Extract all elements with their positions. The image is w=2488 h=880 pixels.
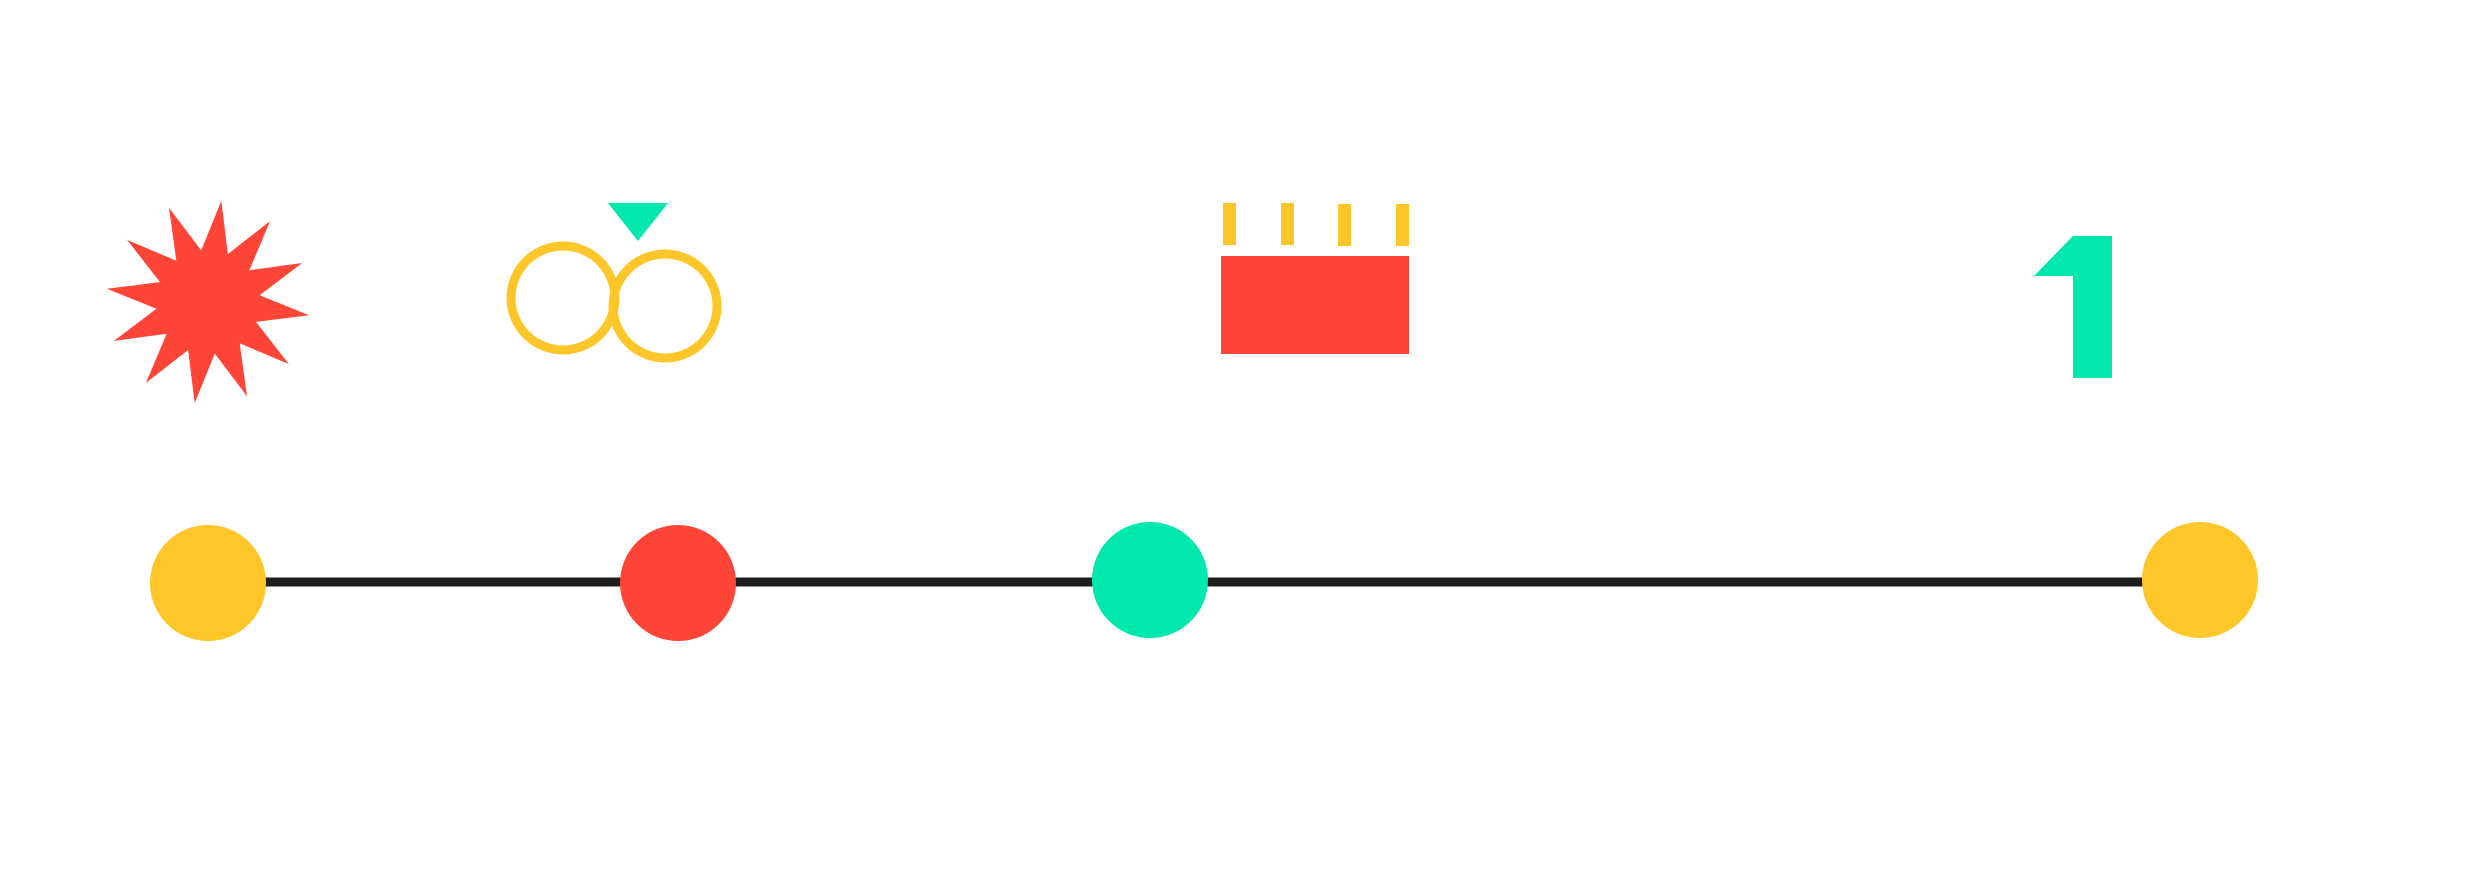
- diamond-icon: [608, 203, 668, 241]
- candle: [1223, 203, 1236, 245]
- cake-body: [1221, 256, 1409, 354]
- timeline-dot-2[interactable]: [620, 525, 736, 641]
- candle: [1281, 203, 1294, 245]
- birthday-cake-icon: [1221, 203, 1409, 354]
- ring-left: [506, 241, 620, 355]
- ring-right: [608, 249, 722, 363]
- candle: [1338, 204, 1351, 246]
- timeline-dot-3[interactable]: [1092, 522, 1208, 638]
- timeline-dot-4[interactable]: [2142, 522, 2258, 638]
- number-one-glyph: [2034, 236, 2112, 378]
- candle: [1396, 204, 1409, 246]
- burst-star-icon: [106, 200, 310, 404]
- number-one-icon: 1: [2034, 236, 2112, 378]
- wedding-rings-icon: [506, 203, 722, 363]
- timeline-dot-1[interactable]: [150, 525, 266, 641]
